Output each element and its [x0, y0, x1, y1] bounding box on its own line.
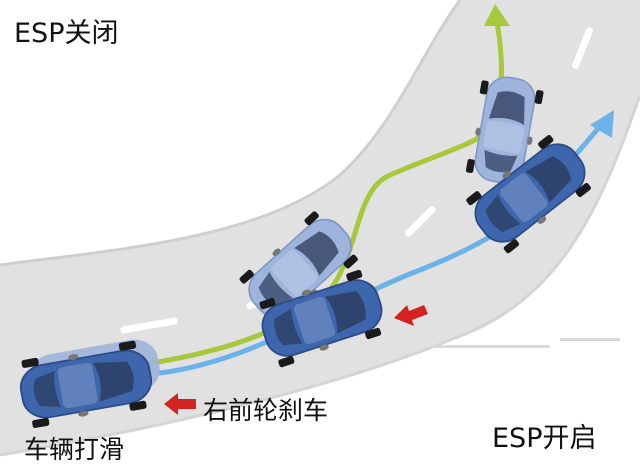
label-right-front-brake: 右前轮刹车 — [203, 396, 329, 425]
arrowhead-esp-off — [484, 4, 510, 26]
road-texture — [430, 338, 620, 348]
arrowhead-esp-on — [590, 110, 614, 138]
arrow-left-icon — [164, 393, 196, 415]
label-esp-on: ESP开启 — [492, 423, 597, 454]
arrow-left-icon — [394, 305, 428, 326]
road-edge-inner — [0, 94, 640, 457]
label-vehicle-skid: 车辆打滑 — [24, 435, 125, 464]
label-esp-off: ESP关闭 — [14, 18, 119, 49]
road-edge — [0, 0, 462, 267]
